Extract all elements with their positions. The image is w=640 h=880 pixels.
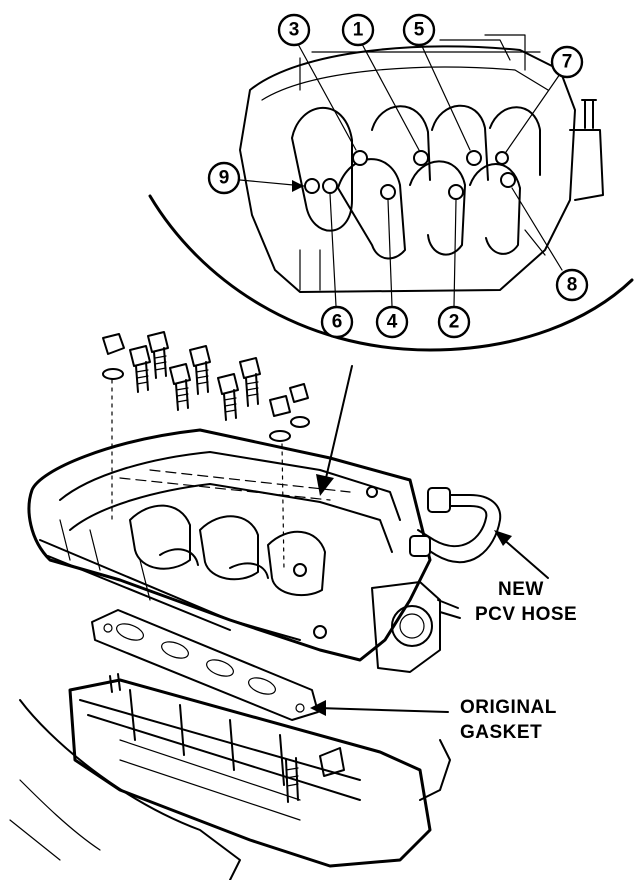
pcv-hose-fitting-bottom: [409, 535, 431, 557]
inset-top-ridge: [299, 39, 541, 91]
svg-text:5: 5: [414, 20, 425, 41]
inset-bolt-4: [380, 184, 396, 200]
cylinder-head: [9, 673, 451, 880]
inset-boundary-arc: [148, 194, 634, 352]
callout-7: 7: [550, 45, 584, 79]
inset-manifold-edge: [261, 66, 549, 101]
inset-runner-6: [469, 163, 521, 255]
nut-washer-left: [102, 333, 125, 521]
callout-8: 8: [555, 268, 589, 302]
svg-text:7: 7: [562, 52, 573, 73]
throttle-stud: [437, 599, 461, 619]
inset-runner-3: [371, 105, 431, 181]
pcv-hose-fitting-top: [427, 487, 451, 513]
head-ports: [129, 689, 285, 786]
svg-text:8: 8: [567, 275, 578, 296]
manifold-ribs: [59, 519, 151, 601]
head-outline: [68, 678, 432, 868]
svg-text:NEW: NEW: [498, 579, 544, 600]
plenum-inner-edge: [69, 483, 393, 553]
engine-block-detail: [9, 779, 101, 861]
callout-2: 2: [437, 305, 471, 339]
head-hatching: [119, 739, 301, 821]
callout-4: 4: [375, 305, 409, 339]
callout-1: 1: [341, 13, 375, 47]
engine-block-edge: [19, 699, 241, 880]
intake-manifold: [27, 428, 461, 673]
inset-runner-7: [489, 106, 541, 176]
bolt-e: [217, 373, 239, 421]
plenum-top-edge: [59, 451, 401, 521]
callout-3: 3: [277, 13, 311, 47]
inset-runner-4: [409, 160, 466, 256]
detail-inset: 3 1 5 7 9 8 6 4: [148, 13, 634, 352]
inset-bolt-6: [322, 178, 338, 194]
bolt-f: [239, 357, 261, 407]
inset-runner-2: [337, 158, 406, 260]
svg-text:1: 1: [353, 20, 364, 41]
pcv-hose-inner: [417, 505, 488, 547]
pcv-hose-outer: [419, 494, 502, 564]
svg-text:GASKET: GASKET: [460, 722, 542, 743]
runner-opening-1: [129, 504, 191, 570]
plenum-hidden-lines: [119, 469, 351, 501]
manifold-front-face: [39, 539, 301, 641]
runner-lower-curves: [159, 548, 269, 579]
inset-runner-lower: [299, 229, 546, 291]
inset-bolt-1: [413, 150, 429, 166]
callout-9: 9: [207, 161, 241, 195]
pcv-hose: [409, 487, 549, 579]
inset-runner-5: [431, 104, 489, 181]
callout-5: 5: [402, 13, 436, 47]
inset-bolt-9: [304, 178, 320, 194]
inset-hose-stub: [484, 34, 526, 71]
runner-opening-3: [267, 530, 326, 597]
nut-washer-right-b: [289, 383, 310, 428]
fasteners: [102, 331, 310, 571]
bolt-b: [147, 331, 169, 379]
inset-throttle-body: [569, 129, 604, 201]
inset-sensor: [581, 99, 597, 129]
svg-text:4: 4: [387, 312, 398, 333]
inset-runner-1: [291, 106, 353, 232]
inset-leaders: [239, 43, 563, 307]
bolt-a: [129, 345, 151, 393]
label-new-pcv-hose: NEW PCV HOSE: [475, 579, 577, 625]
svg-text:3: 3: [289, 20, 300, 41]
head-right-edge: [419, 739, 451, 801]
throttle-body: [371, 581, 441, 673]
label-original-gasket: ORIGINAL GASKET: [460, 697, 557, 743]
head-stud-left: [109, 673, 121, 693]
svg-text:6: 6: [332, 312, 343, 333]
runner-opening-2: [199, 515, 259, 581]
inset-manifold-outline: [239, 45, 576, 293]
intake-gasket: [91, 609, 449, 721]
inset-bolt-8: [500, 172, 516, 188]
manifold-outline: [27, 428, 432, 662]
inset-bolt-7: [495, 151, 509, 165]
head-stud-mid: [285, 757, 299, 803]
svg-text:PCV HOSE: PCV HOSE: [475, 604, 577, 625]
throttle-bore: [391, 605, 433, 647]
svg-text:9: 9: [219, 168, 230, 189]
bolt-c: [169, 363, 191, 411]
callout-6: 6: [320, 305, 354, 339]
inset-bolt-3: [352, 150, 368, 166]
bolt-d: [189, 345, 211, 395]
head-fitting: [319, 747, 345, 777]
head-ridges: [79, 699, 361, 801]
inset-bolt-2: [448, 184, 464, 200]
svg-text:2: 2: [449, 312, 460, 333]
nut-washer-right-a: [269, 395, 291, 571]
inset-bolts: [304, 150, 516, 200]
inset-pointer-arrow: [316, 365, 353, 496]
inset-bolt-5: [466, 150, 482, 166]
svg-text:ORIGINAL: ORIGINAL: [460, 697, 557, 718]
